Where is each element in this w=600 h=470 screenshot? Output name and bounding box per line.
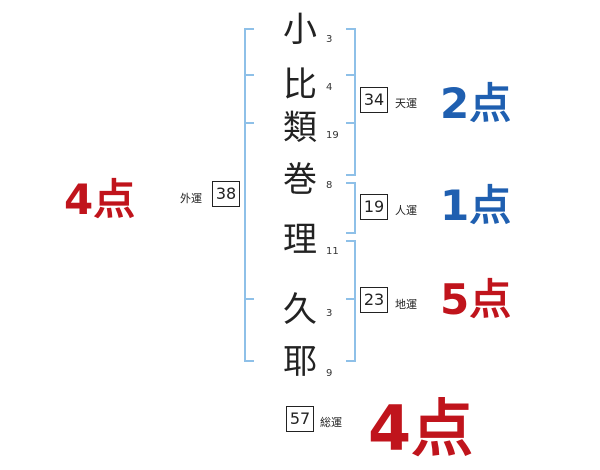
stroke-count: 3 — [326, 308, 333, 319]
jinun-bracket — [346, 182, 356, 234]
chiun-score: 5点 — [440, 275, 512, 324]
jinun-score: 1点 — [440, 181, 512, 230]
bracket-tick — [246, 298, 254, 300]
stroke-count: 8 — [326, 180, 333, 191]
chiun-label: 地運 — [395, 298, 417, 311]
bracket-tick — [346, 298, 354, 300]
name-char: 類 — [283, 108, 317, 148]
stroke-count: 9 — [326, 368, 333, 379]
tenun-label: 天運 — [395, 97, 417, 110]
name-char: 比 — [283, 65, 317, 105]
stroke-count: 3 — [326, 34, 333, 45]
stroke-count: 11 — [326, 246, 339, 257]
souun-value: 57 — [286, 406, 314, 432]
gaiun-score: 4点 — [64, 175, 136, 224]
jinun-value: 19 — [360, 194, 388, 220]
gaiun-label: 外運 — [180, 192, 202, 205]
name-char: 小 — [283, 10, 317, 50]
chiun-bracket — [346, 240, 356, 362]
jinun-label: 人運 — [395, 204, 417, 217]
stroke-count: 19 — [326, 130, 339, 141]
name-char: 理 — [283, 220, 317, 260]
souun-label: 総運 — [320, 416, 342, 429]
gaiun-bracket — [244, 28, 254, 362]
chiun-value: 23 — [360, 287, 388, 313]
tenun-score: 2点 — [440, 79, 512, 128]
souun-score: 4点 — [368, 392, 474, 465]
bracket-tick — [246, 122, 254, 124]
bracket-tick — [246, 74, 254, 76]
bracket-tick — [346, 122, 354, 124]
tenun-bracket — [346, 28, 356, 176]
tenun-value: 34 — [360, 87, 388, 113]
name-char: 久 — [283, 290, 317, 330]
stroke-count: 4 — [326, 82, 333, 93]
name-char: 巻 — [283, 160, 317, 200]
gaiun-value: 38 — [212, 181, 240, 207]
bracket-tick — [346, 74, 354, 76]
name-char: 耶 — [283, 342, 317, 382]
